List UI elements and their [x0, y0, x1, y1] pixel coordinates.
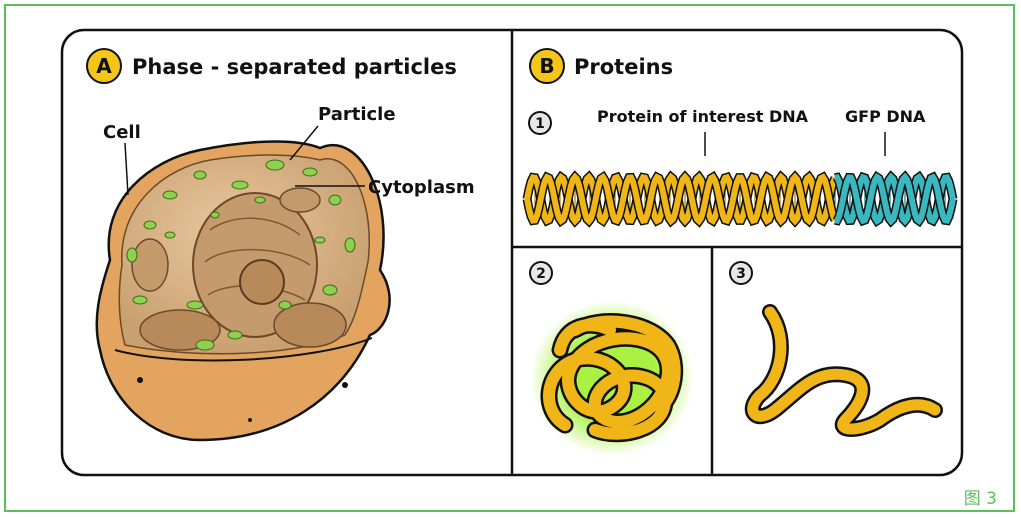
mitochondria-bottom-right [274, 303, 346, 347]
label-cell: Cell [103, 122, 141, 143]
panel-a-title: Phase - separated particles [132, 55, 457, 79]
panel-b-title: Proteins [574, 55, 673, 79]
step-2-number: 2 [536, 266, 546, 282]
panel-a-letter: A [96, 54, 112, 78]
label-cytoplasm: Cytoplasm [368, 177, 475, 198]
label-gfp-dna: GFP DNA [845, 107, 926, 126]
panel-b-header: B Proteins [530, 49, 673, 83]
organelle-left [132, 239, 168, 291]
folded-gfp-protein [530, 300, 694, 456]
label-particle: Particle [318, 104, 396, 125]
step-1-number: 1 [535, 116, 545, 132]
nucleolus [240, 260, 284, 304]
panel-a-header: A Phase - separated particles [87, 49, 457, 83]
panel-b-letter: B [539, 54, 554, 78]
figure-label: 图 3 [964, 484, 997, 509]
step-3-number: 3 [736, 266, 746, 282]
organelle-upper [280, 188, 320, 212]
label-protein-dna: Protein of interest DNA [597, 107, 809, 126]
